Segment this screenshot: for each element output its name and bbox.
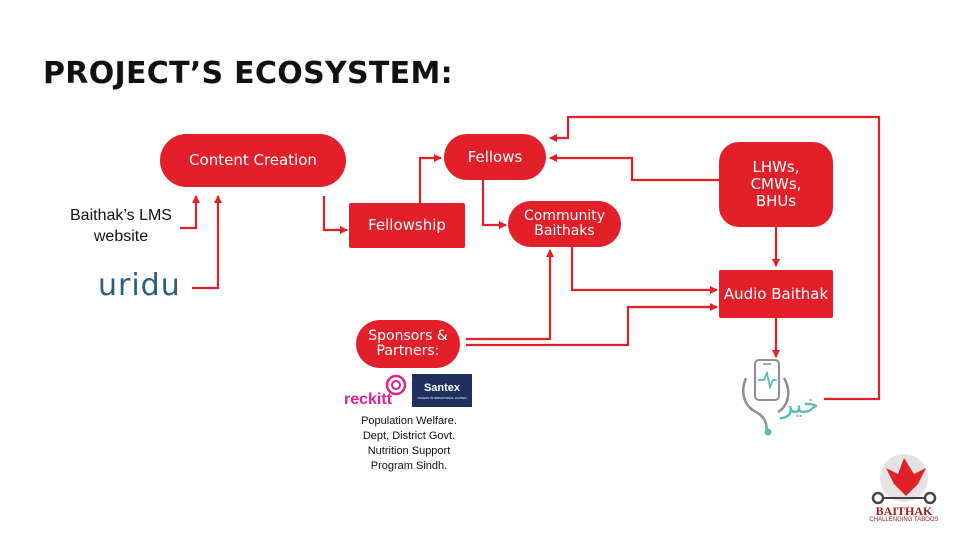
community-baithaks-node: Community Baithaks xyxy=(508,201,621,247)
audio-baithak-node: Audio Baithak xyxy=(719,270,833,318)
edge-lhws-to-fellows xyxy=(549,154,719,182)
santex-logo-text: Santex xyxy=(423,382,461,394)
content-creation-node: Content Creation xyxy=(160,134,346,187)
edge-lms-to-content xyxy=(180,195,200,230)
baithak-logo-tagline: CHALLENGING TABOOS xyxy=(869,517,939,523)
edge-sponsors-to-community xyxy=(466,249,554,341)
edge-fellowship-to-fellows xyxy=(418,154,442,203)
santex-logo-subtext: SAVERS INTERNATIONAL LIMITED xyxy=(417,396,467,400)
fellowship-node: Fellowship xyxy=(349,203,465,248)
edge-fellows-to-community xyxy=(481,180,507,229)
page-title: PROJECT’S ECOSYSTEM: xyxy=(43,56,453,91)
stethoscope-phone-icon xyxy=(742,359,790,436)
khair-logo-text: خیر xyxy=(780,390,820,420)
edge-community-to-audio xyxy=(570,247,718,294)
baithak-logo-name: BAITHAK xyxy=(875,504,933,518)
reckitt-swirl-icon xyxy=(385,374,407,396)
santex-logo: Santex SAVERS INTERNATIONAL LIMITED xyxy=(412,374,472,407)
reckitt-logo-text: reckitt xyxy=(344,391,393,408)
edge-uridu-to-content xyxy=(192,195,222,290)
partners-list: Population Welfare. Dept, District Govt.… xyxy=(361,415,457,472)
baithak-phoenix-logo-icon xyxy=(871,454,937,505)
edge-khair-feedback xyxy=(549,115,881,401)
lms-website-label: Baithak’s LMS website xyxy=(70,207,172,245)
fellows-node: Fellows xyxy=(444,134,546,180)
sponsors-partners-node: Sponsors & Partners: xyxy=(356,320,460,368)
edge-sponsors-to-audio xyxy=(466,303,718,347)
edge-content-to-fellowship xyxy=(322,196,348,234)
lhws-cmws-bhus-node: LHWs, CMWs, BHUs xyxy=(719,142,833,227)
uridu-logo: uridu xyxy=(98,268,181,303)
